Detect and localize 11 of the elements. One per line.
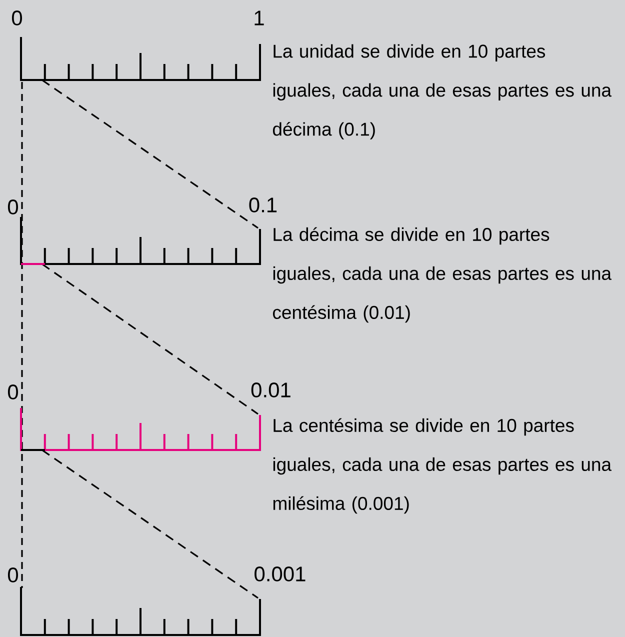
tick-label: 0.001 bbox=[254, 566, 306, 582]
description-text: La décima se divide en 10 partes iguales, cada una de esas partes es una centésima (0.01) bbox=[272, 227, 612, 323]
tick-label: 0.1 bbox=[249, 198, 277, 212]
tick-label: 0 bbox=[12, 10, 22, 26]
tick-label: 0 bbox=[8, 200, 18, 214]
tick-label: 0 bbox=[8, 568, 18, 582]
tick-label: 0.01 bbox=[251, 382, 290, 398]
description-text: La unidad se divide en 10 partes iguales, cada una de esas partes es una décima (0.1) bbox=[272, 44, 612, 140]
description-text: La centésima se divide en 10 partes iguales, cada una de esas partes es una milésima (0.001) bbox=[273, 418, 612, 514]
tick-label: 1 bbox=[254, 10, 264, 26]
tick-label: 0 bbox=[8, 384, 18, 400]
